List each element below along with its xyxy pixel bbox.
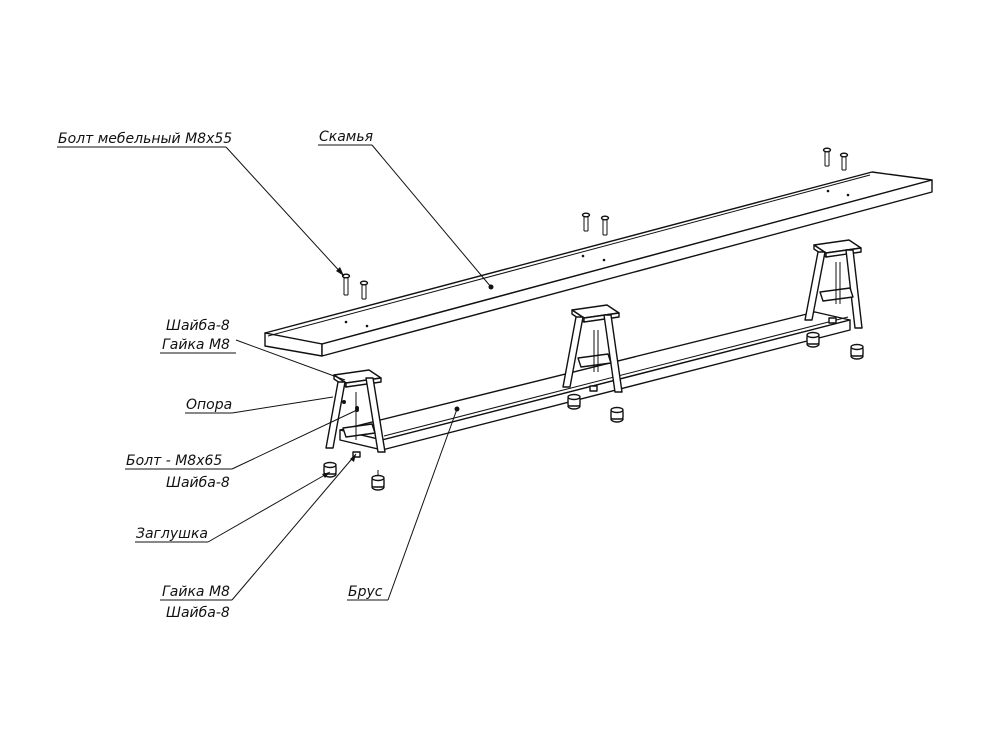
- bolt-furniture-2: [359, 280, 369, 300]
- nut-front: [352, 451, 361, 458]
- bolt-furniture-4: [600, 215, 610, 236]
- label-washer-top: Шайба-8: [166, 318, 230, 334]
- bolt-furniture-6: [839, 152, 849, 171]
- label-washer-mid: Шайба-8: [166, 475, 230, 491]
- plug-back-right: [850, 343, 864, 360]
- beam: [339, 311, 851, 451]
- label-nut-bottom: Гайка М8: [162, 584, 230, 600]
- nut-middle: [589, 385, 598, 392]
- label-bench: Скамья: [319, 129, 373, 145]
- plug-back-left: [806, 331, 820, 348]
- plug-front-right: [371, 470, 385, 491]
- support-front: [325, 369, 386, 453]
- label-bolt-m8x65: Болт - М8х65: [126, 453, 222, 469]
- label-nut-top: Гайка М8: [162, 337, 230, 353]
- plugs: [323, 317, 864, 491]
- label-washer-bottom: Шайба-8: [166, 605, 230, 621]
- leader-lines: [57, 144, 494, 601]
- plug-middle-right: [610, 406, 624, 423]
- label-plug: Заглушка: [136, 526, 208, 542]
- plug-middle-left: [567, 393, 581, 410]
- label-bolt-furniture: Болт мебельный М8х55: [58, 131, 232, 147]
- furniture-bolts: [341, 147, 849, 300]
- bench-seat: [264, 171, 933, 357]
- bolt-furniture-3: [581, 212, 591, 232]
- support-middle: [562, 304, 623, 393]
- bolt-furniture-5: [822, 147, 832, 167]
- nut-back: [828, 317, 837, 324]
- plug-front-left: [323, 461, 337, 478]
- support-back: [804, 239, 863, 329]
- label-support: Опора: [186, 397, 232, 413]
- label-beam: Брус: [348, 584, 383, 600]
- bolt-furniture-1: [341, 273, 351, 296]
